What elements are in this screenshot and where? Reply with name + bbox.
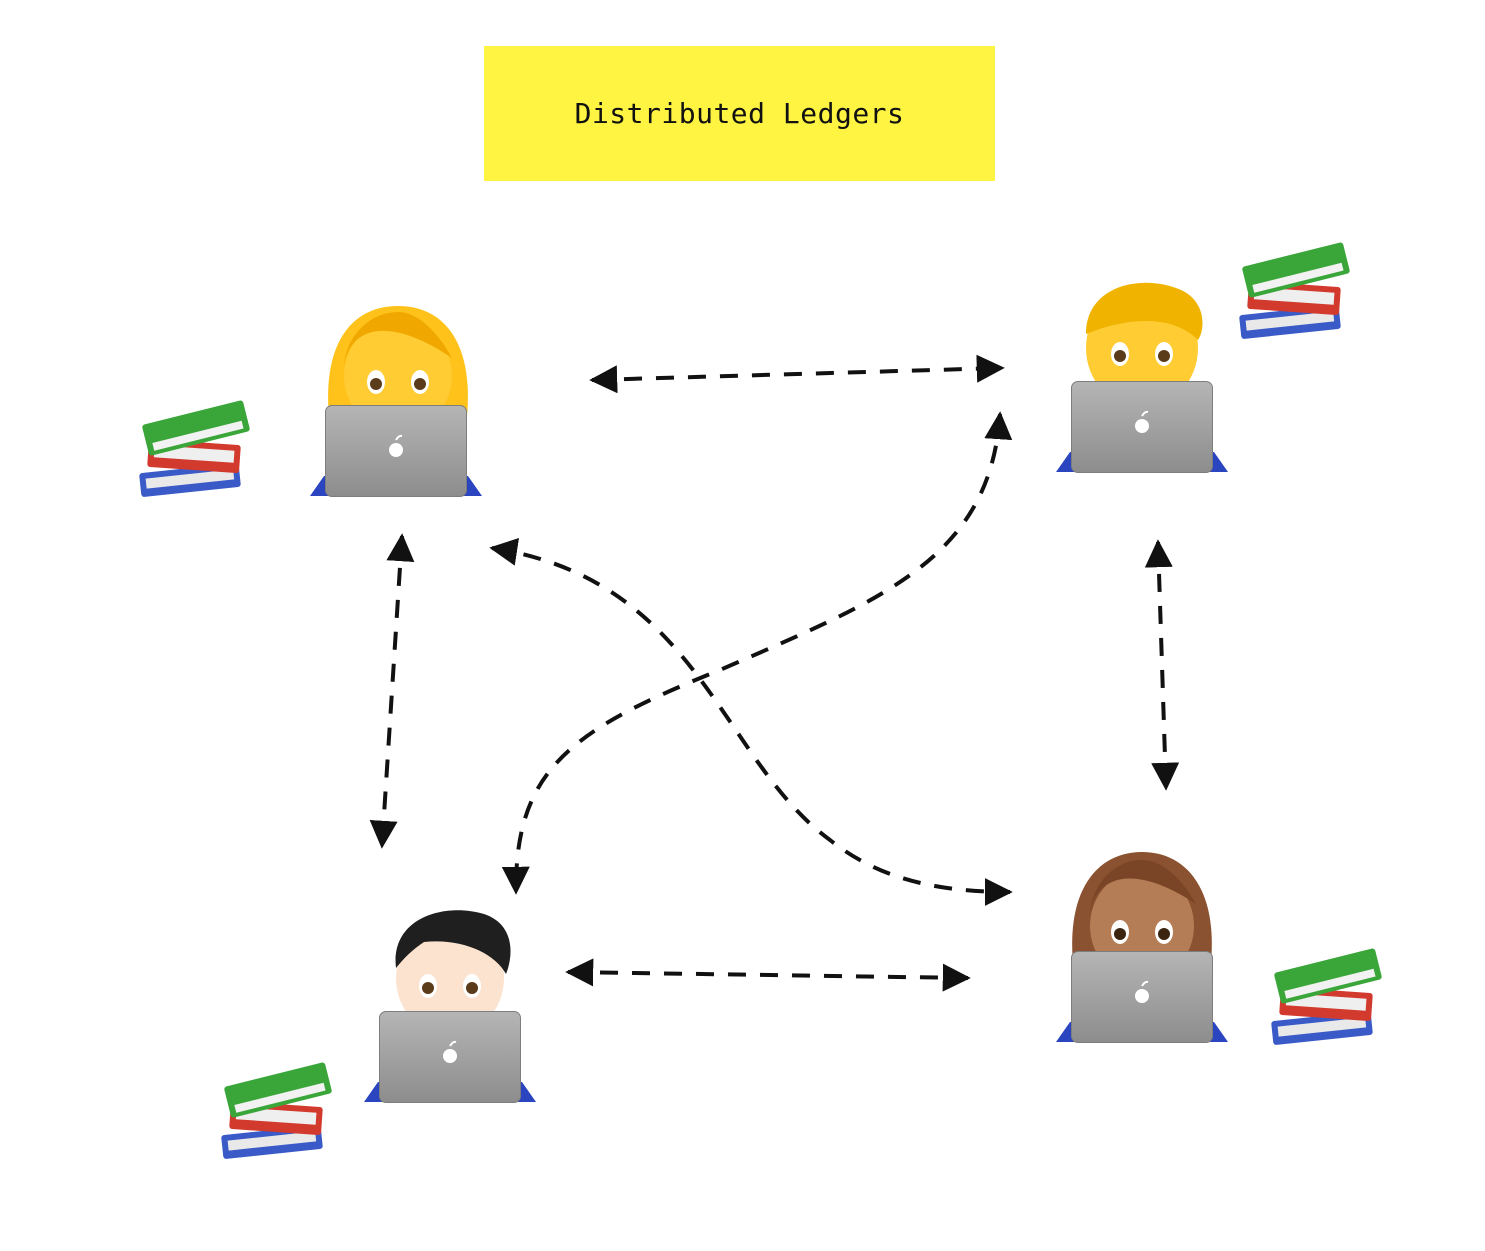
connection-bottom-left-bottom-right (565, 958, 971, 992)
node-top-left (309, 306, 483, 497)
woman-technologist-icon (309, 306, 483, 497)
connection-top-left-top-right (589, 354, 1005, 394)
connections (369, 354, 1180, 992)
connection-top-right-bottom-left (501, 411, 1013, 895)
connection-top-right-bottom-right (1144, 539, 1180, 791)
books-icon-top-right (1239, 241, 1351, 340)
books-icon-top-left (139, 399, 251, 498)
man-technologist-icon (1055, 282, 1229, 473)
connection-top-left-bottom-right (489, 538, 1013, 906)
node-bottom-left (363, 910, 537, 1103)
title-box: Distributed Ledgers (484, 46, 995, 181)
diagram-title: Distributed Ledgers (574, 97, 905, 130)
node-top-right (1055, 282, 1229, 473)
node-bottom-right (1055, 852, 1229, 1043)
man-technologist-icon (363, 910, 537, 1103)
books-icon-bottom-left (221, 1061, 333, 1160)
books-icon-bottom-right (1271, 947, 1383, 1046)
woman-technologist-icon (1055, 852, 1229, 1043)
connection-top-left-bottom-left (369, 533, 415, 849)
